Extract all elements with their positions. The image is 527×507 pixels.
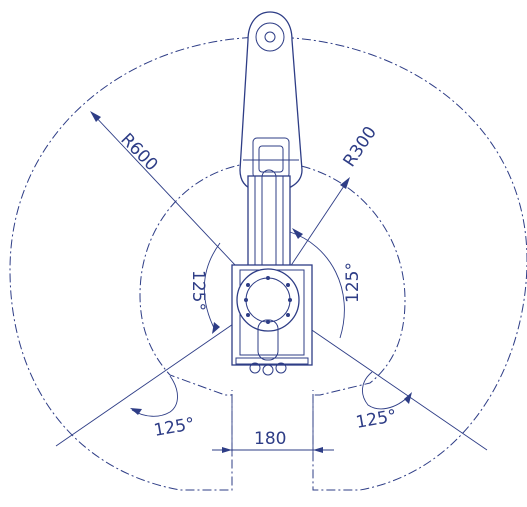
inner-arc-left-arrow bbox=[212, 322, 220, 334]
r300-arrowhead bbox=[340, 177, 350, 189]
base-dim-arrow-right bbox=[313, 447, 323, 453]
label-angle-inner-left: 125° bbox=[188, 270, 208, 311]
inner-angle-arc-right bbox=[289, 231, 345, 339]
inner-angle-arc-left bbox=[203, 242, 221, 331]
label-base-width: 180 bbox=[254, 429, 286, 449]
outer-arc-right-arrow bbox=[404, 392, 412, 404]
label-r300: R300 bbox=[340, 123, 381, 171]
label-angle-inner-right: 125° bbox=[343, 262, 363, 303]
inner-reach-boundary bbox=[139, 161, 406, 396]
label-angle-outer-right: 125° bbox=[354, 406, 398, 433]
robot-arm-link-2 bbox=[239, 11, 303, 193]
outer-angle-arc-right bbox=[362, 371, 411, 410]
r600-arrowhead bbox=[90, 111, 101, 122]
outer-arc-left-arrow bbox=[130, 408, 142, 415]
robot-base bbox=[231, 264, 313, 376]
label-r600: R600 bbox=[116, 130, 161, 176]
base-dim-arrow-left bbox=[222, 447, 232, 453]
inner-arc-right-arrow bbox=[292, 228, 303, 239]
outer-reach-boundary bbox=[9, 36, 527, 491]
label-angle-outer-left: 125° bbox=[152, 414, 196, 441]
outer-angle-arc-left bbox=[131, 375, 178, 417]
